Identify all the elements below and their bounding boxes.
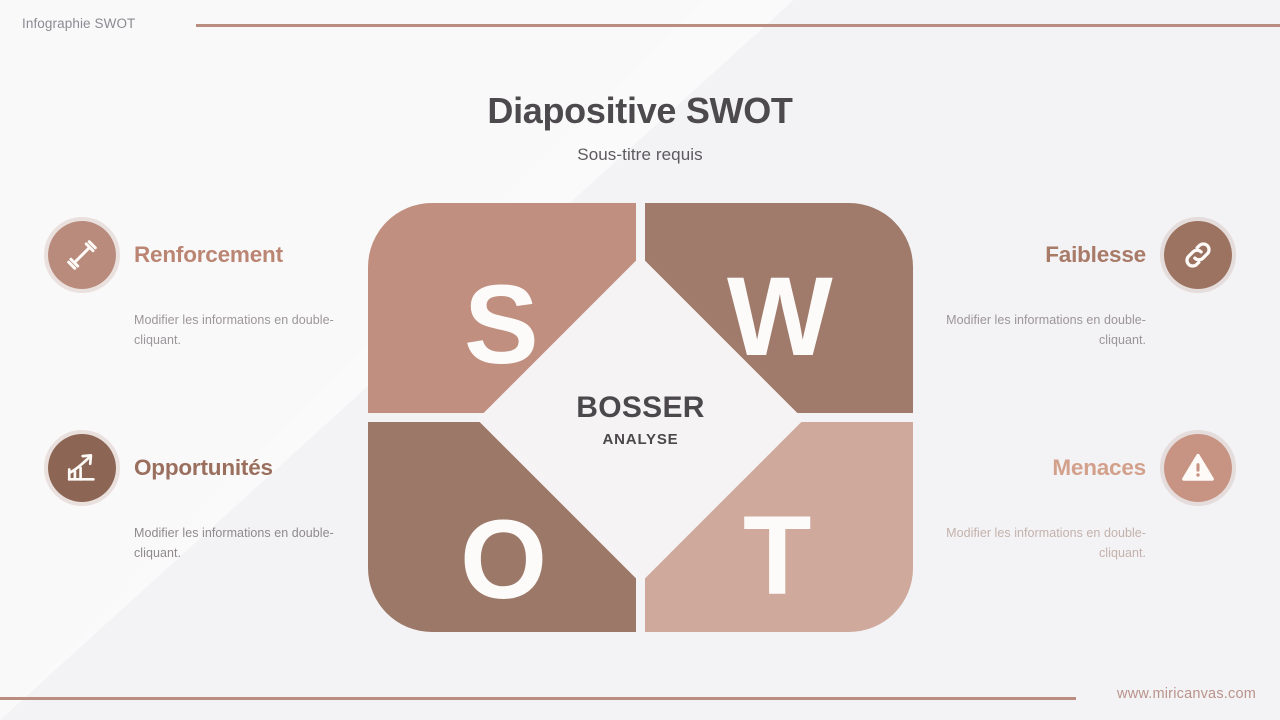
- dumbbell-icon: [65, 238, 99, 272]
- menaces-body: Modifier les informations en double-cliq…: [946, 526, 1146, 561]
- footer-rule: [0, 697, 1076, 700]
- header-rule: [196, 24, 1280, 27]
- growth-chart-icon: [65, 451, 99, 485]
- swot-item-faiblesse: Faiblesse Modifier les informations en d…: [912, 217, 1236, 351]
- renforcement-body: Modifier les informations en double-cliq…: [134, 313, 334, 348]
- faiblesse-body: Modifier les informations en double-cliq…: [946, 313, 1146, 348]
- opportunites-badge[interactable]: [44, 430, 120, 506]
- opportunites-body: Modifier les informations en double-cliq…: [134, 526, 334, 561]
- swot-letter-w: W: [727, 254, 833, 379]
- page-subtitle: Sous-titre requis: [577, 145, 703, 164]
- swot-item-opportunites: Opportunités Modifier les informations e…: [44, 430, 368, 564]
- faiblesse-header: Faiblesse: [912, 217, 1236, 293]
- swot-letter-t: T: [743, 493, 811, 618]
- menaces-header: Menaces: [912, 430, 1236, 506]
- warning-triangle-icon: [1181, 451, 1215, 485]
- faiblesse-title: Faiblesse: [1045, 242, 1146, 267]
- swot-item-renforcement: Renforcement Modifier les informations e…: [44, 217, 368, 351]
- opportunites-header: Opportunités: [44, 430, 368, 506]
- swot-item-menaces: Menaces Modifier les informations en dou…: [912, 430, 1236, 564]
- page-title: Diapositive SWOT: [487, 90, 793, 131]
- center-title: BOSSER: [576, 391, 705, 424]
- link-icon: [1181, 238, 1215, 272]
- swot-letter-o: O: [460, 497, 547, 622]
- center-subtitle: ANALYSE: [602, 431, 679, 448]
- opportunites-title: Opportunités: [134, 455, 273, 480]
- swot-letter-s: S: [464, 262, 539, 387]
- renforcement-header: Renforcement: [44, 217, 368, 293]
- menaces-badge[interactable]: [1160, 430, 1236, 506]
- menaces-title: Menaces: [1052, 455, 1146, 480]
- footer-url[interactable]: www.miricanvas.com: [1117, 686, 1256, 702]
- renforcement-badge[interactable]: [44, 217, 120, 293]
- header-label: Infographie SWOT: [22, 16, 136, 31]
- renforcement-title: Renforcement: [134, 242, 283, 267]
- center-diamond-label[interactable]: BOSSER ANALYSE: [525, 304, 756, 535]
- swot-diagram: S W O T BOSSER ANALYSE: [368, 203, 913, 635]
- faiblesse-badge[interactable]: [1160, 217, 1236, 293]
